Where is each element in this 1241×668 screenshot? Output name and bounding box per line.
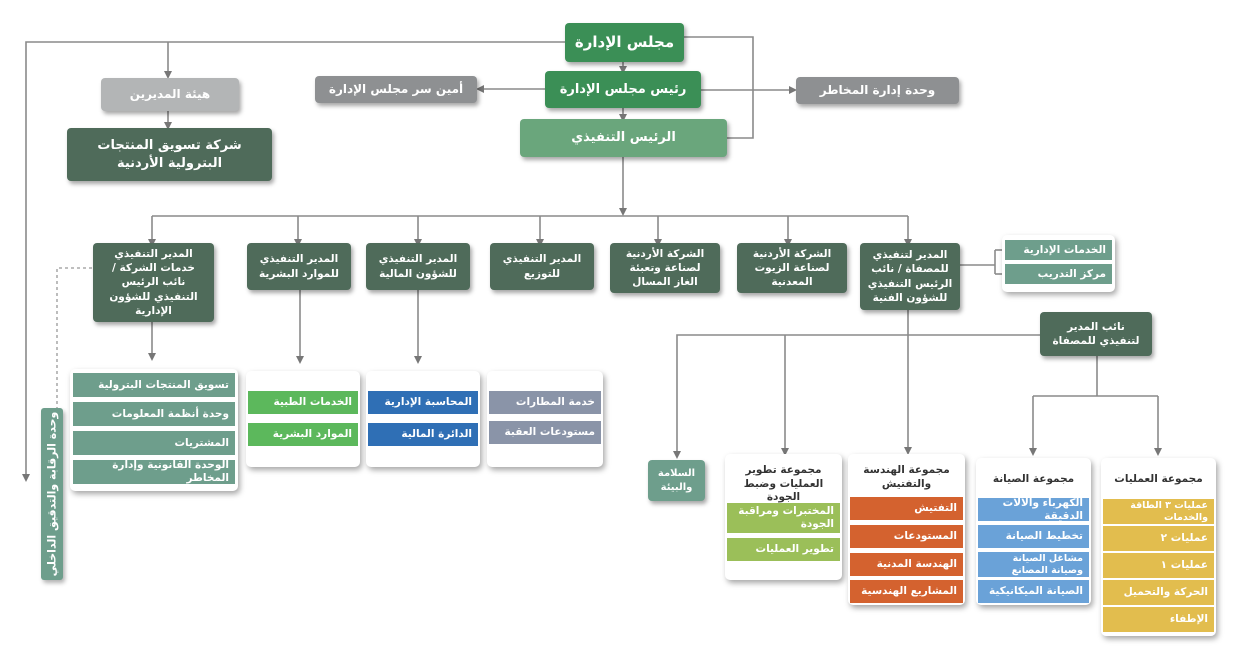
ceo-label: الرئيس التنفيذي [571, 130, 676, 146]
group-item: عمليات ٢ [1103, 526, 1214, 551]
finance-list-card: المحاسبة الإدارية الدائرة المالية [366, 371, 480, 467]
maintenance-group-title: مجموعة الصيانة [992, 473, 1075, 485]
operations-group-title: مجموعة العمليات [1114, 473, 1203, 485]
exec-lube-box: الشركة الأردنية لصناعة الزيوت المعدنية [737, 243, 847, 293]
risk-unit-label: وحدة إدارة المخاطر [819, 83, 936, 98]
group-item: تخطيط الصيانة [978, 525, 1089, 548]
exec-lpg-label: الشركة الأردنية لصناعة وتعبئة الغاز المس… [625, 247, 705, 289]
list-item: تسويق المنتجات البترولية [73, 373, 235, 397]
board-label: مجلس الإدارة [574, 33, 675, 52]
list-item: الموارد البشرية [248, 423, 358, 446]
distribution-list-card: خدمة المطارات مستودعات العقبة [487, 371, 603, 467]
development-group-title: مجموعة تطوير العمليات وضبط الجودة [743, 464, 824, 504]
board-box: مجلس الإدارة [565, 23, 684, 62]
marketing-company-box: شركة تسويق المنتجات البترولية الأردنية [67, 128, 272, 181]
group-item: المشاريع الهندسية [850, 580, 963, 603]
engineering-group-card: مجموعة الهندسة والتفتيش التفتيش المستودع… [848, 454, 965, 605]
list-item: المحاسبة الإدارية [368, 391, 478, 414]
risk-unit-box: وحدة إدارة المخاطر [796, 77, 959, 104]
development-group-card: مجموعة تطوير العمليات وضبط الجودة المختب… [725, 454, 842, 580]
group-item: المستودعات [850, 525, 963, 548]
hr-list-card: الخدمات الطبية الموارد البشرية [246, 371, 360, 467]
deputy-refinery-box: نائب المدير لتنفيذي للمصفاة [1040, 312, 1152, 356]
directors-authority-box: هيئة المديرين [101, 78, 239, 111]
exec-finance-label: المدير التنفيذي للشؤون المالية [378, 253, 458, 280]
group-item: الحركة والتحميل [1103, 580, 1214, 605]
board-secretary-label: أمين سر مجلس الإدارة [328, 82, 464, 97]
internal-audit-label: وحدة الرقابة والتدقيق الداخلي [45, 411, 59, 577]
exec-shared-services-label: المدير التنفيذي خدمات الشركة / نائب الرئ… [109, 248, 198, 317]
board-secretary-box: أمين سر مجلس الإدارة [315, 76, 477, 103]
exec-shared-services-box: المدير التنفيذي خدمات الشركة / نائب الرئ… [93, 243, 214, 322]
exec-lube-label: الشركة الأردنية لصناعة الزيوت المعدنية [752, 247, 832, 289]
exec-distribution-box: المدير التنفيذي للتوزيع [490, 243, 594, 290]
internal-audit-box: وحدة الرقابة والتدقيق الداخلي [41, 408, 63, 580]
safety-label: السلامة والبيئة [657, 468, 696, 493]
exec-lpg-box: الشركة الأردنية لصناعة وتعبئة الغاز المس… [610, 243, 720, 293]
group-item: مشاغل الصيانة وصيانة المصانع [978, 552, 1089, 577]
marketing-company-label: شركة تسويق المنتجات البترولية الأردنية [97, 137, 242, 171]
group-item: المختبرات ومراقبة الجودة [727, 503, 840, 533]
exec-refinery-box: المدير لتنفيذي للمصفاة / نائب الرئيس الت… [860, 243, 960, 310]
list-item: مستودعات العقبة [489, 421, 601, 444]
list-item: المشتريات [73, 431, 235, 455]
exec-hr-label: المدير التنفيذي للموارد البشرية [259, 253, 339, 280]
group-item: عمليات ١ [1103, 553, 1214, 578]
list-item: الخدمات الطبية [248, 391, 358, 414]
engineering-group-title: مجموعة الهندسة والتفتيش [863, 464, 950, 490]
training-center-item: مركز التدريب [1005, 264, 1112, 284]
group-item: عمليات ٣ الطاقة والخدمات [1103, 499, 1214, 524]
refinery-side-card: الخدمات الإدارية مركز التدريب [1002, 235, 1115, 292]
group-item: الإطفاء [1103, 607, 1214, 632]
ceo-box: الرئيس التنفيذي [520, 119, 727, 157]
group-item: الكهرباء والآلات الدقيقة [978, 497, 1089, 522]
exec-finance-box: المدير التنفيذي للشؤون المالية [366, 243, 470, 290]
exec-refinery-label: المدير لتنفيذي للمصفاة / نائب الرئيس الت… [867, 249, 953, 304]
shared-services-list-card: تسويق المنتجات البترولية وحدة أنظمة المع… [70, 369, 238, 491]
deputy-refinery-label: نائب المدير لتنفيذي للمصفاة [1052, 320, 1140, 347]
list-item: وحدة أنظمة المعلومات [73, 402, 235, 426]
chairman-label: رئيس مجلس الإدارة [559, 81, 687, 97]
group-item: الهندسة المدنية [850, 553, 963, 576]
group-item: الصيانة الميكانيكية [978, 580, 1089, 603]
list-item: الدائرة المالية [368, 423, 478, 446]
maintenance-group-card: مجموعة الصيانة الكهرباء والآلات الدقيقة … [976, 458, 1091, 605]
group-item: التفتيش [850, 497, 963, 520]
operations-group-card: مجموعة العمليات عمليات ٣ الطاقة والخدمات… [1101, 458, 1216, 636]
exec-hr-box: المدير التنفيذي للموارد البشرية [247, 243, 351, 290]
exec-distribution-label: المدير التنفيذي للتوزيع [502, 253, 582, 280]
list-item: الوحدة القانونية وإدارة المخاطر [73, 459, 235, 484]
list-item: خدمة المطارات [489, 391, 601, 414]
group-item: تطوير العمليات [727, 538, 840, 561]
chairman-box: رئيس مجلس الإدارة [545, 71, 701, 108]
safety-box: السلامة والبيئة [648, 460, 705, 501]
directors-authority-label: هيئة المديرين [129, 87, 211, 102]
admin-services-item: الخدمات الإدارية [1005, 240, 1112, 260]
